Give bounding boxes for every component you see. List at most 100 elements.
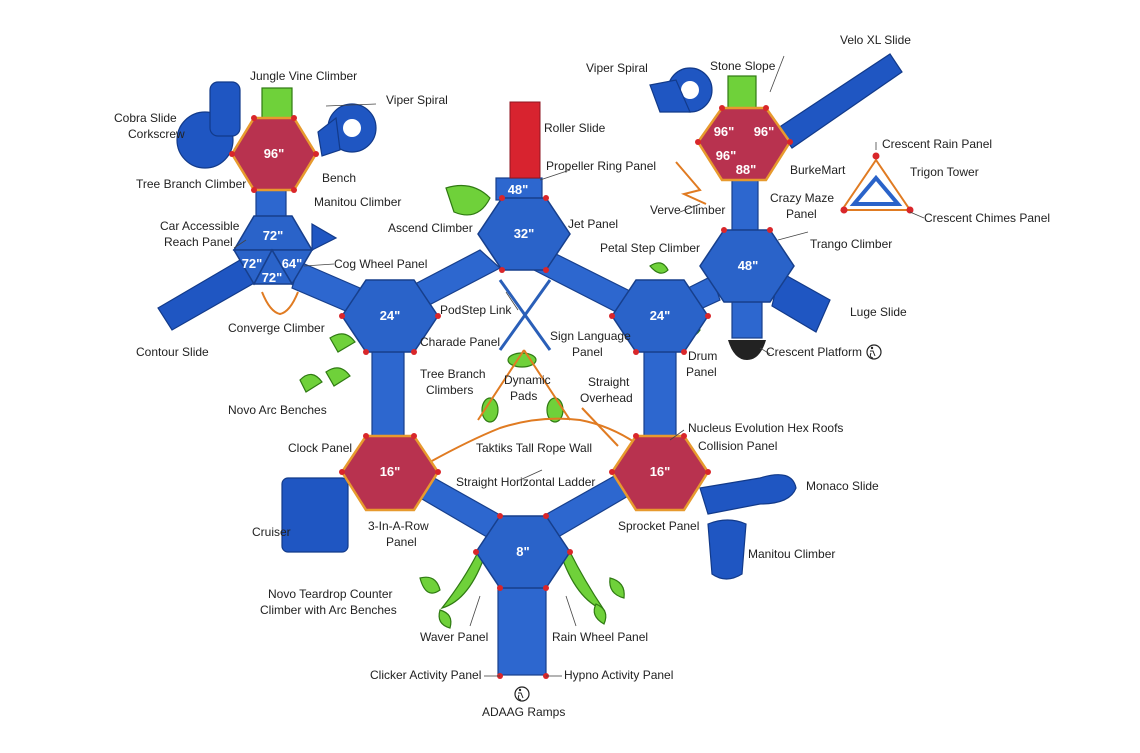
monaco-slide (699, 474, 797, 515)
post (633, 349, 639, 355)
label-car-accessible-1: Car Accessible (160, 219, 240, 233)
label-jet-panel: Jet Panel (568, 217, 618, 231)
label-cobra-slide: Cobra Slide (114, 111, 177, 125)
post (363, 433, 369, 439)
label-burkemart: BurkeMart (790, 163, 846, 177)
verve-climber (675, 161, 707, 205)
leader (469, 595, 481, 627)
label-sprocket-panel: Sprocket Panel (618, 519, 699, 533)
manitou-climber-top (311, 222, 338, 251)
height-label: 8" (516, 544, 529, 559)
novo-arc-bench-3 (325, 367, 351, 387)
slides (157, 53, 903, 580)
novo-arc-benches-left (419, 576, 452, 629)
dynamic-pad-1 (507, 352, 537, 368)
label-three-in-a-row-1: 3-In-A-Row (368, 519, 429, 533)
leader (539, 169, 571, 181)
label-ascend-climber: Ascend Climber (388, 221, 473, 235)
label-nucleus-evolution: Nucleus Evolution Hex Roofs (688, 421, 843, 435)
label-charade-panel: Charade Panel (420, 335, 500, 349)
height-label: 32" (514, 226, 535, 241)
novo-arc-bench-2 (299, 373, 323, 393)
post (497, 585, 503, 591)
novo-teardrop-climber-right (559, 551, 606, 612)
height-label: 96" (714, 124, 735, 139)
wheelchair-icon (866, 344, 882, 360)
post (695, 139, 701, 145)
label-verve-climber: Verve Climber (650, 203, 725, 217)
leader (519, 469, 543, 481)
post (681, 433, 687, 439)
label-viper-spiral-right: Viper Spiral (586, 61, 648, 75)
leader (303, 263, 335, 267)
hex-decks (230, 106, 795, 589)
label-sign-language-1: Sign Language (550, 329, 631, 343)
post (705, 469, 711, 475)
post (633, 433, 639, 439)
height-label: 64" (282, 256, 303, 271)
posts (229, 105, 793, 679)
walkway-left (371, 349, 405, 441)
post (291, 187, 297, 193)
viper-spiral-right-hole (681, 81, 699, 99)
leader (759, 347, 771, 355)
post (567, 549, 573, 555)
post (497, 513, 503, 519)
trigon-frame (840, 158, 912, 211)
label-podstep-link: PodStep Link (440, 303, 512, 317)
height-label: 24" (650, 308, 671, 323)
post (543, 195, 549, 201)
dynamic-pad-2 (481, 397, 499, 423)
label-manitou-climber-top: Manitou Climber (314, 195, 401, 209)
label-three-in-a-row-2: Panel (386, 535, 417, 549)
label-petal-step-climber: Petal Step Climber (600, 241, 700, 255)
novo-arc-benches-right (593, 577, 625, 625)
label-crazy-maze-1: Crazy Maze (770, 191, 834, 205)
straight-overhead (581, 407, 619, 447)
post (543, 267, 549, 273)
post (767, 227, 773, 233)
roller-slide (509, 101, 541, 179)
label-crescent-rain-panel: Crescent Rain Panel (882, 137, 992, 151)
label-dynamic-pads-1: Dynamic (504, 373, 551, 387)
hex-deck-72-bottom (252, 248, 294, 285)
post (499, 267, 505, 273)
post (229, 151, 235, 157)
height-label: 72" (262, 270, 283, 285)
post (499, 195, 505, 201)
height-label: 48" (508, 182, 529, 197)
trigon-post-right (906, 206, 914, 214)
converge-climber (261, 291, 299, 316)
cruiser (281, 477, 349, 553)
height-label: 96" (264, 146, 285, 161)
leader-lines (233, 55, 925, 677)
label-crescent-platform: Crescent Platform (766, 345, 862, 359)
label-contour-slide: Contour Slide (136, 345, 209, 359)
tree-branch-climbers-rope (477, 349, 571, 421)
cobra-slide-tube (209, 81, 241, 137)
label-viper-spiral-left: Viper Spiral (386, 93, 448, 107)
post (609, 469, 615, 475)
label-trango-climber: Trango Climber (810, 237, 892, 251)
leader (325, 103, 377, 107)
label-clock-panel: Clock Panel (288, 441, 352, 455)
trigon-post-left (840, 206, 848, 214)
wheelchair-icon (514, 686, 530, 702)
post (609, 313, 615, 319)
post (543, 585, 549, 591)
label-waver-panel: Waver Panel (420, 630, 488, 644)
post (721, 227, 727, 233)
stone-slope (727, 75, 757, 109)
post (251, 115, 257, 121)
post (473, 549, 479, 555)
label-roller-slide: Roller Slide (544, 121, 606, 135)
label-hypno-activity-panel: Hypno Activity Panel (564, 668, 673, 682)
leader (669, 429, 685, 441)
label-crazy-maze-2: Panel (786, 207, 817, 221)
label-jungle-vine-climber: Jungle Vine Climber (250, 69, 357, 83)
post (681, 349, 687, 355)
podstep-link (498, 279, 552, 351)
label-cog-wheel-panel: Cog Wheel Panel (334, 257, 427, 271)
